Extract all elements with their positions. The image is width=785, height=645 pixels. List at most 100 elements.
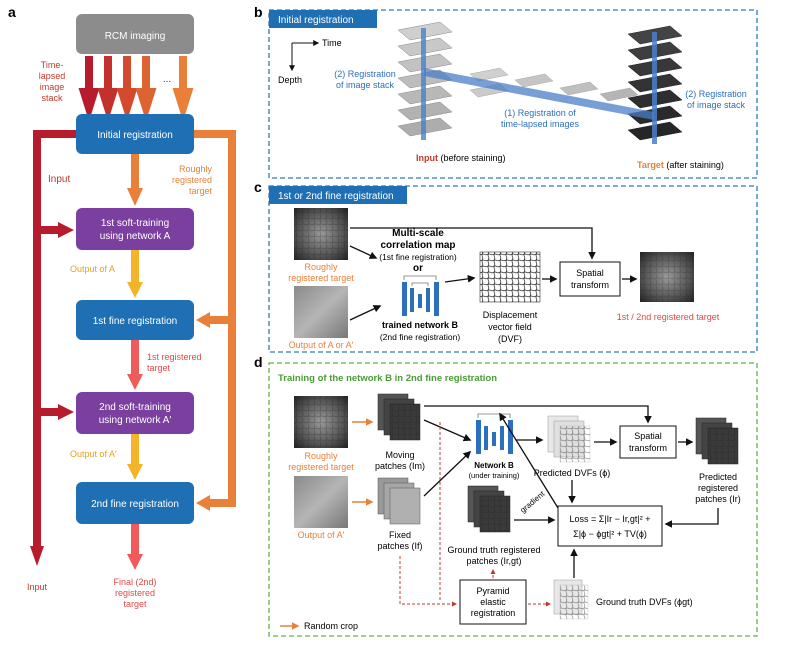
time-lapsed-line3: image	[40, 82, 65, 92]
panel-c-letter: c	[254, 179, 262, 195]
dvf-line2: vector field	[488, 322, 532, 332]
final-line1: Final (2nd)	[113, 577, 156, 587]
fine-registration-2-label: 2nd fine registration	[91, 499, 179, 510]
pred-patches-line3: patches (Ir)	[695, 494, 741, 504]
final-line2: registered	[115, 588, 155, 598]
network-b-training-icon	[476, 413, 513, 454]
depth-axis-label: Depth	[278, 75, 302, 85]
panel-b-header	[269, 10, 377, 28]
rcm-imaging-label: RCM imaging	[105, 31, 166, 42]
time-lapsed-line4: stack	[41, 93, 63, 103]
msc-line2: correlation map	[380, 240, 455, 251]
loss-line2: Σ|ϕ − ϕgt|² + TV(ϕ)	[573, 529, 647, 539]
c-spatial-line1: Spatial	[576, 268, 604, 278]
network-b-line2: (under training)	[469, 471, 520, 480]
input-label-left: Input	[48, 174, 70, 185]
panel-c-header	[269, 186, 407, 204]
pyramid-line3: registration	[471, 608, 516, 618]
initial-registration-label: Initial registration	[97, 130, 173, 141]
output-a-image	[294, 286, 348, 338]
panel-d-frame	[268, 362, 758, 637]
msc-sub: (1st fine registration)	[379, 252, 457, 262]
panel-b-frame	[268, 9, 758, 179]
soft-training-1-line2: using network A	[100, 231, 171, 242]
moving-line2: patches (Im)	[375, 461, 425, 471]
gt-dvf-label: Ground truth DVFs (ϕgt)	[596, 597, 693, 607]
fixed-line2: patches (If)	[377, 541, 422, 551]
d-roughly-line1: Roughly	[304, 451, 338, 461]
soft-training-2-line1: 2nd soft-training	[99, 402, 171, 413]
input-path-left	[33, 130, 76, 548]
gt-registered-patches-stack	[467, 485, 511, 533]
time-lapsed-line2: lapsed	[39, 71, 66, 81]
panel-a-letter: a	[8, 4, 16, 20]
d-spatial-transform-box	[619, 425, 677, 459]
c-roughly-line1: Roughly	[304, 262, 338, 272]
input-label-bottom: Input	[27, 582, 48, 592]
input-caption: Input (before staining)	[416, 153, 506, 163]
moving-patches-stack	[377, 393, 421, 441]
reg-stack-right-line1: (2) Registration	[685, 89, 747, 99]
panel-c-frame	[268, 185, 758, 353]
c-roughly-line2: registered target	[288, 273, 354, 283]
panel-d: d Training of the network B in 2nd fine …	[254, 354, 758, 637]
gt-dvf-stack	[553, 579, 589, 620]
pyramid-registration-box	[459, 579, 527, 625]
trained-network-label: trained network B	[382, 320, 459, 330]
trained-network-sub: (2nd fine registration)	[380, 332, 460, 342]
reg1-target-line1: 1st registered	[147, 352, 202, 362]
network-b-icon	[402, 275, 439, 316]
input-path-arrowhead	[30, 546, 44, 566]
or-label: or	[413, 263, 423, 274]
moving-line1: Moving	[385, 450, 414, 460]
fine-registration-2-box	[76, 482, 194, 524]
dvf-line1: Displacement	[483, 310, 538, 320]
soft-training-1-box	[76, 208, 194, 250]
random-crop-label: Random crop	[304, 621, 358, 631]
more-arrows-dots: ...	[163, 74, 171, 85]
soft-training-2-line2: using network A′	[99, 415, 172, 426]
predicted-dvf-stack	[547, 415, 591, 463]
fixed-line1: Fixed	[389, 530, 411, 540]
pyramid-line2: elastic	[480, 597, 506, 607]
soft-training-1-line1: 1st soft-training	[101, 218, 169, 229]
target-caption: Target (after staining)	[637, 160, 724, 170]
d-output-a-image	[294, 476, 348, 528]
output-of-a-prime-label: Output of A′	[70, 449, 117, 459]
final-line3: target	[123, 599, 147, 609]
c-spatial-line2: transform	[571, 280, 609, 290]
time-registration-band	[424, 68, 654, 120]
soft-training-2-box	[76, 392, 194, 434]
rcm-imaging-box	[76, 14, 194, 54]
output-of-a-label: Output of A	[70, 264, 115, 274]
panel-c-header-label: 1st or 2nd fine registration	[278, 191, 394, 202]
msc-line1: Multi-scale	[392, 228, 444, 239]
reg-stack-left-line1: (2) Registration	[334, 69, 396, 79]
panel-d-letter: d	[254, 354, 263, 370]
roughly-registered-line1: Roughly	[179, 164, 213, 174]
dvf-grid-image	[479, 251, 541, 303]
dvf-line3: (DVF)	[498, 334, 522, 344]
panel-b-header-label: Initial registration	[278, 15, 354, 26]
time-axis-label: Time	[322, 38, 342, 48]
time-lapse-arrows	[78, 56, 194, 122]
gradient-label: gradient	[518, 489, 547, 515]
d-spatial-line1: Spatial	[634, 431, 662, 441]
c-output-a-label: Output of A or A′	[289, 340, 354, 350]
input-image-stack	[397, 21, 453, 140]
reg1-target-line2: target	[147, 363, 171, 373]
time-lapsed-line1: Time-	[41, 60, 64, 70]
reg-stack-right-line2: of image stack	[687, 100, 746, 110]
panel-c: c 1st or 2nd fine registration Roughly r…	[254, 179, 758, 353]
roughly-registered-line2: registered	[172, 175, 212, 185]
target-image-stack	[627, 25, 683, 144]
pred-patches-line1: Predicted	[699, 472, 737, 482]
fine-registration-1-label: 1st fine registration	[93, 316, 178, 327]
reg-time-line1: (1) Registration of	[504, 108, 576, 118]
pred-patches-line2: registered	[698, 483, 738, 493]
reg-stack-left-line2: of image stack	[336, 80, 395, 90]
gt-patches-line2: patches (Ir,gt)	[466, 556, 521, 566]
predicted-patches-stack	[695, 417, 739, 465]
panel-b: b Initial registration Time Depth	[254, 4, 758, 179]
